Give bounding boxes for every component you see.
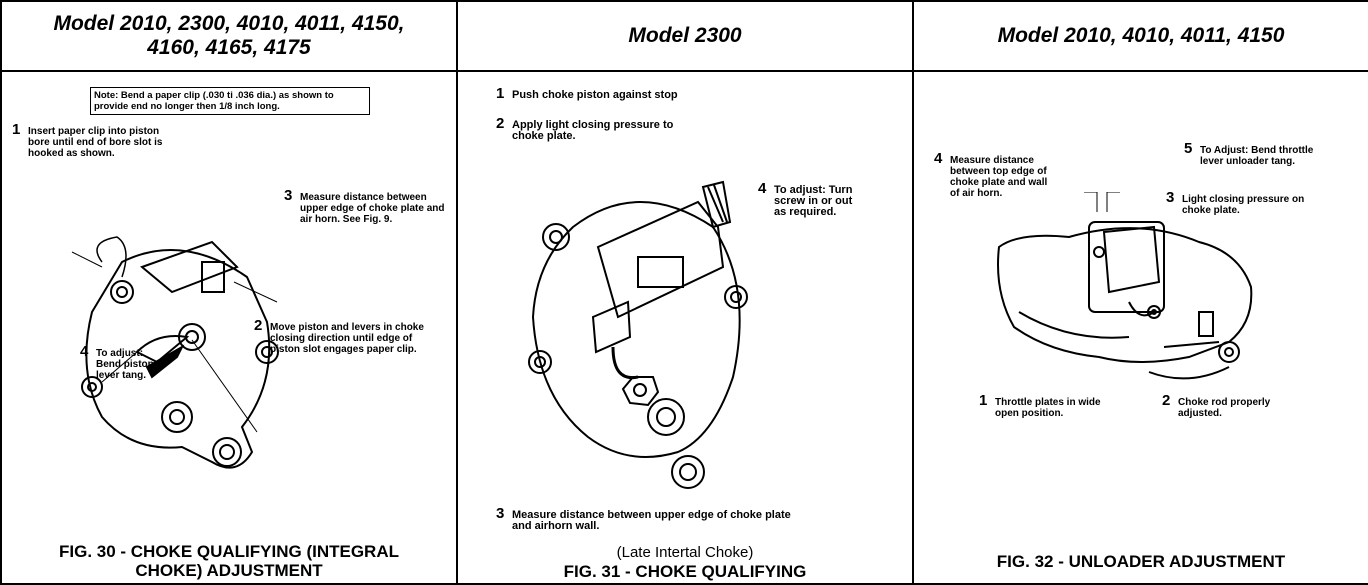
fig32-step2-text: Choke rod properly adjusted.: [1178, 397, 1271, 419]
fig32-carburetor-illustration: [997, 192, 1253, 380]
fig32-step2-num: 2: [1162, 392, 1171, 409]
header-col1-line1: Model 2010, 2300, 4010, 4011, 4150,: [53, 12, 405, 35]
fig31-choke-illustration: [528, 180, 748, 489]
fig31-step1: 1 Push choke piston against stop: [496, 85, 756, 102]
fig30-step1: 1 Insert paper clip into piston bore unt…: [12, 121, 172, 159]
fig30-note: Note: Bend a paper clip (.030 ti .036 di…: [90, 87, 370, 115]
fig32-step2: 2 Choke rod properly adjusted.: [1162, 392, 1302, 419]
fig30-caption-line2: CHOKE) ADJUSTMENT: [135, 561, 323, 580]
fig31-step4-num: 4: [758, 180, 767, 197]
fig32-step1: 1 Throttle plates in wide open position.: [979, 392, 1119, 419]
fig30-step4-num: 4: [80, 343, 89, 360]
fig31-step4: 4 To adjust: Turn screw in or out as req…: [758, 180, 863, 218]
fig31-step1-text: Push choke piston against stop: [512, 89, 678, 101]
fig31-caption: FIG. 31 - CHOKE QUALIFYING: [563, 562, 807, 581]
fig30-step2-text: Move piston and levers in choke closing …: [270, 322, 424, 355]
fig30-step4-text: To adjust: Bend piston lever tang.: [96, 348, 154, 381]
fig31-cell: 1 Push choke piston against stop 2 Apply…: [456, 70, 914, 585]
fig31-step3-text: Measure distance between upper edge of c…: [512, 509, 791, 532]
fig32-caption: FIG. 32 - UNLOADER ADJUSTMENT: [996, 552, 1286, 571]
header-col2: Model 2300: [456, 0, 914, 72]
fig30-caption: FIG. 30 - CHOKE QUALIFYING (INTEGRAL CHO…: [3, 542, 455, 580]
fig30-step2: 2 Move piston and levers in choke closin…: [254, 317, 424, 355]
fig30-step4: 4 To adjust: Bend piston lever tang.: [80, 343, 160, 381]
fig30-step1-num: 1: [12, 121, 21, 138]
fig30-choke-illustration: [71, 236, 279, 469]
fig30-cell: Note: Bend a paper clip (.030 ti .036 di…: [0, 70, 458, 585]
fig31-subcaption: (Late Intertal Choke): [616, 544, 754, 561]
header-col1-line2: 4160, 4165, 4175: [147, 36, 311, 59]
fig30-step3-text: Measure distance between upper edge of c…: [300, 192, 445, 225]
fig31-step2: 2 Apply light closing pressure to choke …: [496, 115, 696, 142]
fig32-step3: 3 Light closing pressure on choke plate.: [1166, 189, 1316, 216]
header-col1: Model 2010, 2300, 4010, 4011, 4150, 4160…: [0, 0, 458, 72]
fig32-step4-num: 4: [934, 150, 943, 167]
fig31-step2-text: Apply light closing pressure to choke pl…: [512, 119, 674, 142]
fig32-step5-text: To Adjust: Bend throttle lever unloader …: [1200, 145, 1314, 167]
fig31-step4-text: To adjust: Turn screw in or out as requi…: [774, 184, 853, 218]
fig32-step5-num: 5: [1184, 140, 1193, 157]
header-col3: Model 2010, 4010, 4011, 4150: [912, 0, 1368, 72]
fig32-step3-num: 3: [1166, 189, 1175, 206]
fig32-step4: 4 Measure distance between top edge of c…: [934, 150, 1054, 199]
fig32-step3-text: Light closing pressure on choke plate.: [1182, 194, 1305, 216]
fig32-step1-num: 1: [979, 392, 988, 409]
fig30-step3: 3 Measure distance between upper edge of…: [284, 187, 454, 225]
fig31-step2-num: 2: [496, 115, 505, 132]
fig32-step1-text: Throttle plates in wide open position.: [995, 397, 1101, 419]
fig31-step3: 3 Measure distance between upper edge of…: [496, 505, 796, 532]
fig30-step1-text: Insert paper clip into piston bore until…: [28, 126, 163, 159]
fig30-caption-line1: FIG. 30 - CHOKE QUALIFYING (INTEGRAL: [58, 542, 399, 561]
fig32-step4-text: Measure distance between top edge of cho…: [950, 155, 1048, 199]
header-col2-text: Model 2300: [628, 24, 742, 47]
fig30-step2-num: 2: [254, 317, 263, 334]
fig31-step3-num: 3: [496, 505, 505, 522]
header-col3-text: Model 2010, 4010, 4011, 4150: [997, 24, 1285, 47]
fig32-step5: 5 To Adjust: Bend throttle lever unloade…: [1184, 140, 1334, 167]
fig30-step3-num: 3: [284, 187, 293, 204]
fig32-cell: 4 Measure distance between top edge of c…: [912, 70, 1368, 585]
fig31-step1-num: 1: [496, 85, 505, 102]
